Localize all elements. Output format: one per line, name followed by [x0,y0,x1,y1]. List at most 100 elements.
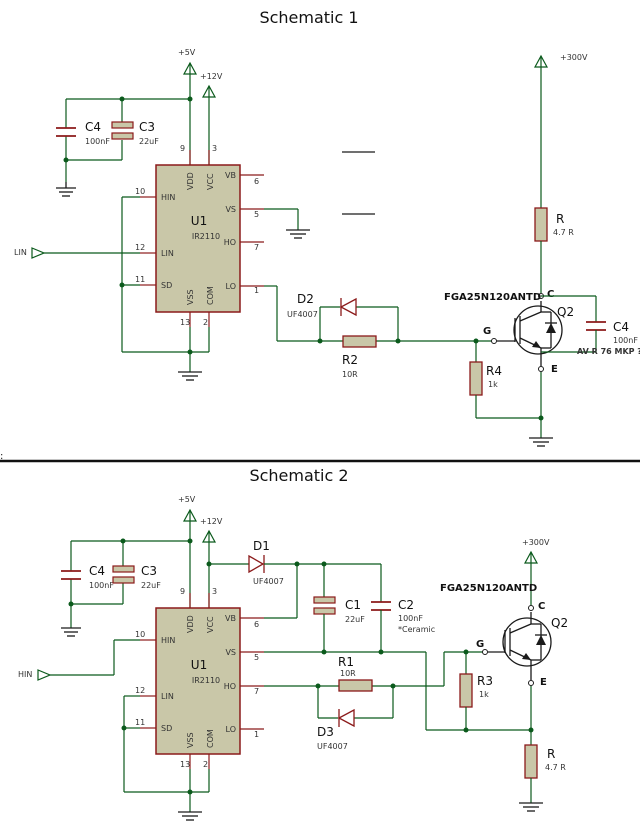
s2-r3-resistor: R3 1k [459,652,493,730]
svg-text:C4: C4 [85,120,101,134]
svg-text:LIN: LIN [14,248,27,257]
svg-text:VCC: VCC [206,173,215,190]
svg-text:E: E [540,677,547,688]
s1-supply-300v: +300V [533,53,588,208]
svg-text:R4: R4 [486,364,502,378]
svg-text:1k: 1k [488,380,498,389]
svg-text:R: R [556,212,564,226]
s1-q2-igbt: FGA25N120ANTD C G E Q2 [444,289,574,375]
s1-ground-icon-3 [286,229,310,239]
svg-text:C4: C4 [89,564,105,578]
svg-text:5: 5 [254,653,259,662]
svg-text:C: C [547,289,554,300]
svg-text:9: 9 [180,144,185,153]
svg-text:10R: 10R [340,669,356,678]
svg-text:C3: C3 [141,564,157,578]
s2-ground-icon-1 [61,627,81,637]
s2-supply-5v: +5V [178,495,198,608]
svg-text:IR2110: IR2110 [192,232,220,241]
svg-text:13: 13 [180,318,190,327]
svg-text:R: R [547,747,555,761]
svg-text:7: 7 [254,243,259,252]
svg-text:1: 1 [254,286,259,295]
svg-text:Q2: Q2 [557,305,574,319]
svg-text:10R: 10R [342,370,358,379]
s1-lin-input: LIN [14,247,140,259]
svg-text:7: 7 [254,687,259,696]
svg-text:U1: U1 [191,214,207,228]
svg-text:LO: LO [226,725,236,734]
svg-text:100nF: 100nF [613,336,638,345]
svg-text:3: 3 [212,144,217,153]
svg-text:R1: R1 [338,655,354,669]
svg-text:3: 3 [212,587,217,596]
svg-text:9: 9 [180,587,185,596]
svg-text:R2: R2 [342,353,358,367]
s2-supply-300v: +300V [522,538,550,600]
svg-text:13: 13 [180,760,190,769]
s1-c3: C3 22uF [111,120,159,146]
svg-text:VSS: VSS [186,289,195,305]
s2-ground-icon-3 [519,802,543,812]
svg-text:4.7 R: 4.7 R [545,763,566,772]
s1-r4-resistor: R4 1k [469,341,541,419]
svg-text:U1: U1 [191,658,207,672]
svg-text:LO: LO [226,282,236,291]
svg-text:4.7 R: 4.7 R [553,228,574,237]
svg-text:+5V: +5V [178,495,196,504]
s2-c1-capacitor: C1 22uF [313,564,365,652]
svg-text:SD: SD [161,724,172,733]
svg-text:LIN: LIN [161,692,174,701]
svg-text:FGA25N120ANTD: FGA25N120ANTD [444,292,541,303]
svg-text:HIN: HIN [18,670,32,679]
svg-text::: : [0,451,3,462]
svg-text:G: G [483,326,491,337]
svg-text:C2: C2 [398,598,414,612]
svg-text:11: 11 [135,275,145,284]
s2-r-resistor: R 4.7 R [524,744,566,803]
s2-u1-ic: U1 IR2110 HIN LIN SD VB VS HO LO VDD VCC… [155,607,241,755]
svg-text:D3: D3 [317,725,334,739]
svg-text:UF4007: UF4007 [287,310,318,319]
svg-text:AV R 76 MKP ?: AV R 76 MKP ? [577,347,640,356]
s2-c2-capacitor: C2 100nF *Ceramic [371,564,435,652]
s2-hin-input: HIN [18,639,140,681]
svg-text:UF4007: UF4007 [253,577,284,586]
svg-text:VSS: VSS [186,732,195,748]
svg-text:R3: R3 [477,674,493,688]
s1-u1-ic: U1 IR2110 HIN LIN SD VB VS HO LO VDD VCC… [155,164,241,313]
svg-text:100nF: 100nF [85,137,110,146]
s1-ground-icon-4 [529,437,553,447]
svg-text:G: G [476,639,484,650]
svg-text:5: 5 [254,210,259,219]
svg-text:1: 1 [254,730,259,739]
svg-text:D2: D2 [297,292,314,306]
svg-text:+12V: +12V [200,72,223,81]
svg-text:UF4007: UF4007 [317,742,348,751]
svg-text:11: 11 [135,718,145,727]
svg-text:2: 2 [203,318,208,327]
svg-text:+12V: +12V [200,517,223,526]
svg-text:22uF: 22uF [345,615,365,624]
svg-text:VDD: VDD [186,172,195,190]
svg-text:+300V: +300V [522,538,550,547]
svg-text:COM: COM [206,729,215,748]
svg-text:10: 10 [135,187,145,196]
svg-text:22uF: 22uF [139,137,159,146]
svg-text:*Ceramic: *Ceramic [398,625,435,634]
s1-c4: C4 100nF [56,120,110,146]
svg-text:12: 12 [135,686,145,695]
svg-text:VCC: VCC [206,616,215,633]
svg-text:+5V: +5V [178,48,196,57]
svg-text:6: 6 [254,177,259,186]
s2-c4: C4 100nF [61,564,114,590]
svg-text:Q2: Q2 [551,616,568,630]
svg-text:22uF: 22uF [141,581,161,590]
svg-text:HIN: HIN [161,193,175,202]
svg-text:VS: VS [225,205,236,214]
svg-text:2: 2 [203,760,208,769]
svg-text:C3: C3 [139,120,155,134]
svg-text:C1: C1 [345,598,361,612]
svg-text:SD: SD [161,281,172,290]
